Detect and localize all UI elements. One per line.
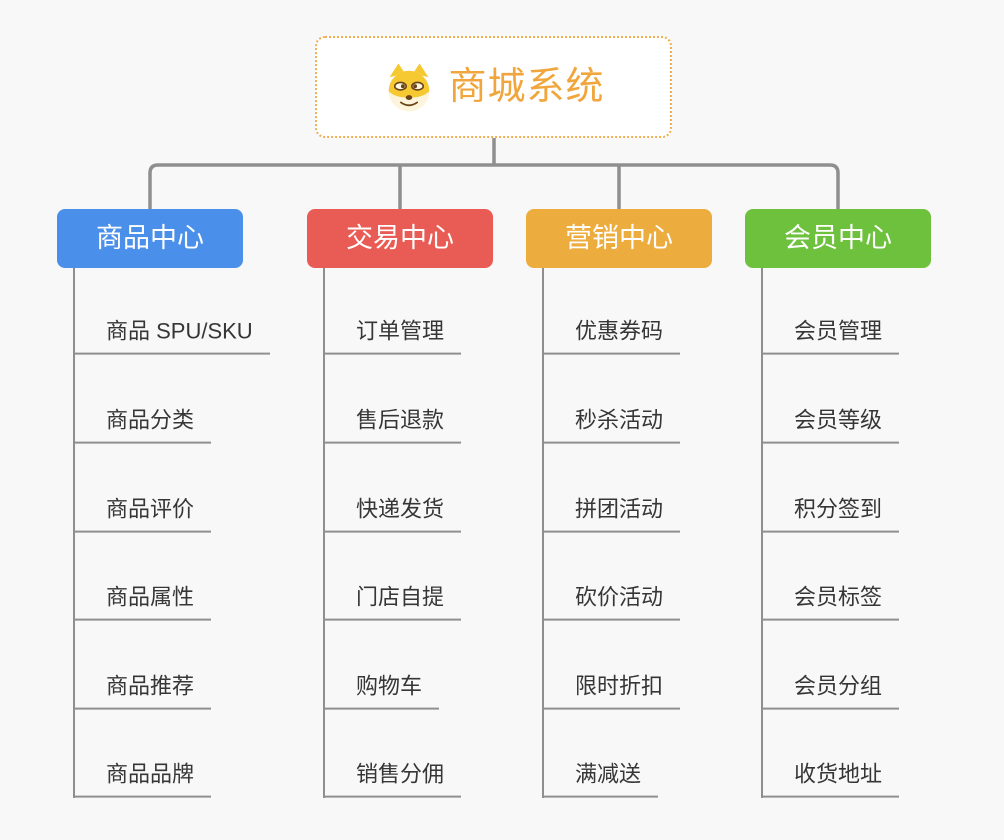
- branch-rail: [73, 268, 75, 798]
- leaf-item[interactable]: 购物车: [323, 674, 440, 710]
- leaf-item[interactable]: 商品品牌: [73, 762, 212, 798]
- leaf-item[interactable]: 会员等级: [761, 408, 900, 444]
- leaf-item[interactable]: 限时折扣: [542, 674, 681, 710]
- leaf-item[interactable]: 商品分类: [73, 408, 212, 444]
- leaf-item[interactable]: 销售分佣: [323, 762, 462, 798]
- leaf-item[interactable]: 秒杀活动: [542, 408, 681, 444]
- dog-icon: [382, 61, 436, 113]
- branch-rail-line: [148, 163, 840, 209]
- branch-node[interactable]: 商品中心: [57, 209, 243, 268]
- root-title: 商城系统: [448, 66, 605, 108]
- leaf-item[interactable]: 售后退款: [323, 408, 462, 444]
- leaf-item[interactable]: 商品属性: [73, 585, 212, 621]
- leaf-item[interactable]: 砍价活动: [542, 585, 681, 621]
- branch-node[interactable]: 会员中心: [745, 209, 931, 268]
- leaf-item[interactable]: 会员分组: [761, 674, 900, 710]
- leaf-item[interactable]: 会员管理: [761, 319, 900, 355]
- leaf-item[interactable]: 满减送: [542, 762, 659, 798]
- branch-rail: [542, 268, 544, 798]
- root-node[interactable]: 商城系统: [315, 36, 672, 138]
- leaf-item[interactable]: 商品 SPU/SKU: [73, 319, 270, 355]
- leaf-item[interactable]: 拼团活动: [542, 497, 681, 533]
- leaf-item[interactable]: 商品推荐: [73, 674, 212, 710]
- leaf-item[interactable]: 快递发货: [323, 497, 462, 533]
- branch-rail: [323, 268, 325, 798]
- leaf-item[interactable]: 积分签到: [761, 497, 900, 533]
- leaf-item[interactable]: 商品评价: [73, 497, 212, 533]
- branch-node[interactable]: 营销中心: [526, 209, 712, 268]
- leaf-item[interactable]: 门店自提: [323, 585, 462, 621]
- branch-rail: [761, 268, 763, 798]
- leaf-item[interactable]: 收货地址: [761, 762, 900, 798]
- leaf-item[interactable]: 优惠券码: [542, 319, 681, 355]
- leaf-item[interactable]: 会员标签: [761, 585, 900, 621]
- branch-node[interactable]: 交易中心: [307, 209, 493, 268]
- leaf-item[interactable]: 订单管理: [323, 319, 462, 355]
